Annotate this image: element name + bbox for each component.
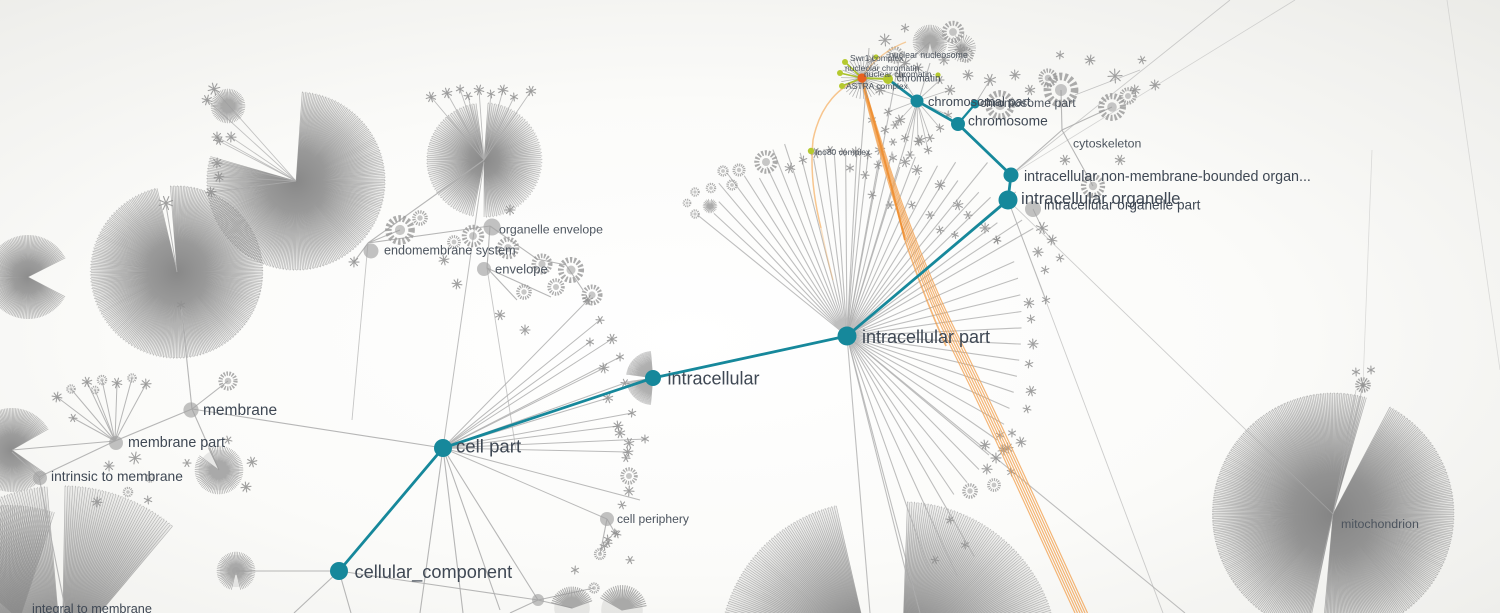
svg-text:membrane: membrane (203, 402, 277, 419)
svg-text:cell periphery: cell periphery (617, 512, 690, 526)
svg-text:ASTRA complex: ASTRA complex (846, 81, 909, 91)
svg-text:nuclear chromatin: nuclear chromatin (864, 69, 932, 79)
svg-text:chromosome: chromosome (968, 113, 1048, 128)
svg-text:intracellular non-membrane-bou: intracellular non-membrane-bounded organ… (1024, 169, 1311, 185)
svg-text:intracellular: intracellular (668, 368, 760, 388)
svg-text:chromatin: chromatin (897, 73, 941, 84)
svg-text:nucleolar chromatin: nucleolar chromatin (845, 63, 919, 73)
svg-text:nuclear nucleosome: nuclear nucleosome (889, 50, 968, 60)
svg-text:envelope: envelope (495, 262, 548, 277)
svg-text:cytoskeleton: cytoskeleton (1073, 137, 1142, 151)
svg-text:intracellular part: intracellular part (862, 327, 990, 347)
svg-text:chromosomal part: chromosomal part (928, 94, 1031, 109)
svg-text:Ino80 complex: Ino80 complex (815, 147, 871, 157)
svg-text:endomembrane system: endomembrane system (384, 243, 516, 257)
svg-text:intracellular organelle part: intracellular organelle part (1044, 198, 1201, 213)
svg-text:mitochondrion: mitochondrion (1341, 517, 1419, 531)
svg-text:cellular_component: cellular_component (355, 562, 513, 583)
svg-text:organelle envelope: organelle envelope (499, 223, 603, 237)
svg-text:membrane part: membrane part (128, 435, 225, 451)
svg-text:integral to membrane: integral to membrane (32, 602, 152, 613)
svg-text:intrinsic to membrane: intrinsic to membrane (51, 469, 183, 484)
svg-text:intracellular organelle: intracellular organelle (1021, 189, 1181, 208)
svg-text:Swr1 complex: Swr1 complex (850, 53, 904, 63)
svg-text:chromosome part: chromosome part (980, 96, 1076, 110)
svg-text:cell part: cell part (456, 436, 522, 457)
